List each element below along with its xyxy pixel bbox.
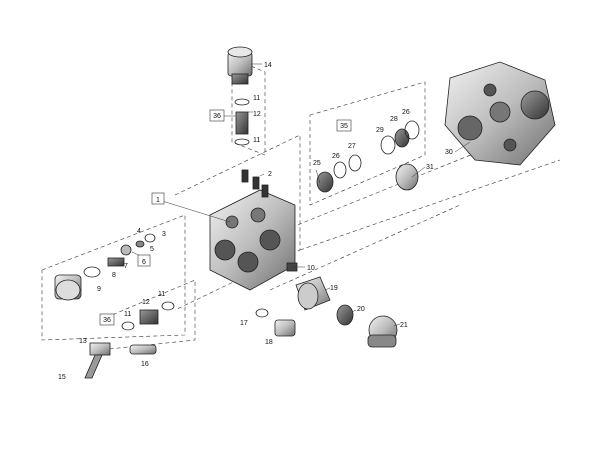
part-21-connector bbox=[367, 315, 398, 348]
callout-30: 30 bbox=[445, 149, 453, 156]
part-25-to-31-seals bbox=[316, 120, 420, 193]
part-1-manifold bbox=[209, 169, 296, 291]
callout-10: 10 bbox=[307, 265, 315, 272]
callout-8: 8 bbox=[112, 272, 116, 279]
part-12-valve-top bbox=[234, 98, 250, 146]
callout-6: 6 bbox=[142, 259, 146, 266]
callout-2: 2 bbox=[268, 171, 272, 178]
callout-12-a: 12 bbox=[253, 111, 261, 118]
callout-27: 27 bbox=[348, 143, 356, 150]
callout-4: 4 bbox=[137, 228, 141, 235]
callout-9: 9 bbox=[97, 286, 101, 293]
callout-11-d: 11 bbox=[158, 291, 165, 298]
part-8-spring bbox=[107, 257, 125, 267]
callout-box-35 bbox=[336, 119, 352, 132]
callout-25: 25 bbox=[313, 160, 321, 167]
part-16-pin bbox=[129, 344, 157, 355]
group-35-outline bbox=[309, 81, 426, 206]
part-19-coupling bbox=[295, 276, 331, 311]
part-9-plug bbox=[54, 266, 101, 301]
part-14-cap bbox=[227, 46, 253, 85]
callout-21: 21 bbox=[400, 322, 408, 329]
callout-5: 5 bbox=[150, 246, 154, 253]
callout-28: 28 bbox=[390, 116, 398, 123]
callout-26-a: 26 bbox=[332, 153, 340, 160]
callout-7: 7 bbox=[124, 263, 128, 270]
group-36-top-outline bbox=[231, 57, 266, 156]
callout-13: 13 bbox=[79, 338, 87, 345]
axis-line-3 bbox=[269, 204, 461, 291]
callout-3: 3 bbox=[162, 231, 166, 238]
part-20-nut bbox=[336, 304, 354, 326]
callout-11-a: 11 bbox=[253, 95, 260, 102]
callout-31: 31 bbox=[426, 164, 434, 171]
callout-box-36-bottom bbox=[99, 313, 115, 326]
part-17-washer bbox=[255, 308, 269, 318]
callout-14: 14 bbox=[264, 62, 272, 69]
callout-15: 15 bbox=[58, 374, 66, 381]
callout-29: 29 bbox=[376, 127, 384, 134]
callout-11-c: 11 bbox=[124, 311, 131, 318]
part-30-pump-housing bbox=[444, 61, 556, 166]
callout-1: 1 bbox=[156, 197, 160, 204]
callout-26-b: 26 bbox=[402, 109, 410, 116]
part-12-valve-bottom bbox=[121, 301, 175, 331]
part-3-4-5-small bbox=[120, 233, 156, 256]
callout-12-b: 12 bbox=[142, 299, 150, 306]
axis-line-1 bbox=[299, 159, 561, 251]
callout-36-a: 36 bbox=[213, 113, 221, 120]
callout-36-b: 36 bbox=[103, 317, 111, 324]
part-13-15-bolt bbox=[84, 342, 111, 379]
callout-20: 20 bbox=[357, 306, 365, 313]
callout-box-36-top bbox=[209, 109, 225, 122]
callout-17: 17 bbox=[240, 320, 248, 327]
callout-11-b: 11 bbox=[253, 137, 260, 144]
callout-35: 35 bbox=[340, 123, 348, 130]
callout-box-6 bbox=[137, 254, 151, 267]
callout-16: 16 bbox=[141, 361, 149, 368]
callout-19: 19 bbox=[330, 285, 338, 292]
group-left-outline bbox=[41, 214, 186, 341]
part-18-fitting bbox=[274, 319, 296, 337]
callout-box-1 bbox=[151, 192, 165, 205]
callout-18: 18 bbox=[265, 339, 273, 346]
leader-lines bbox=[131, 63, 471, 327]
